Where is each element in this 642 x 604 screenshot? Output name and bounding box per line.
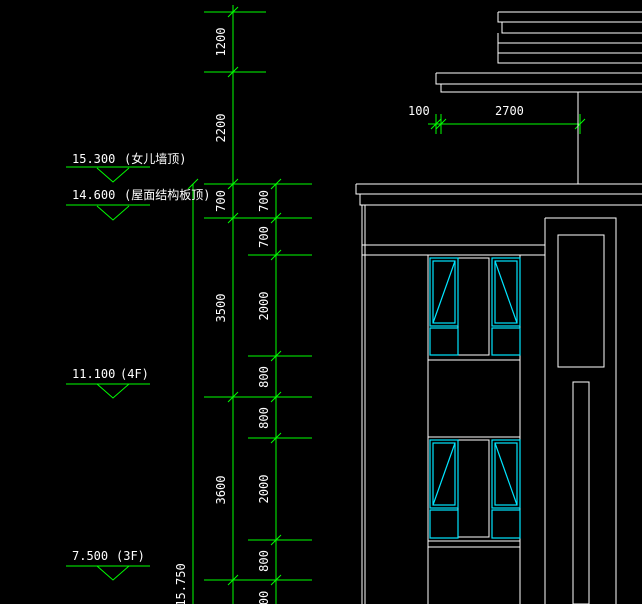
level-value: 15.300 — [72, 152, 115, 166]
level-marker-15300: 15.300 (女儿墙顶) — [66, 151, 186, 183]
dim-outer-3500: 3500 — [214, 294, 228, 323]
building-elevation — [355, 11, 642, 604]
level-value: 11.100 — [72, 367, 115, 381]
horizontal-dimension: 100 2700 — [408, 104, 586, 134]
dim-inner-2000a: 2000 — [257, 292, 271, 321]
dim-inner-00: 00 — [257, 591, 271, 604]
dim-inner-800a: 800 — [257, 366, 271, 388]
dim-inner-2000b: 2000 — [257, 475, 271, 504]
level-value: 7.500 — [72, 549, 108, 563]
overall-dimension-line — [187, 178, 199, 604]
level-note: (4F) — [120, 367, 149, 381]
window-upper — [429, 257, 521, 356]
level-marker-14600: 14.600 (屋面结构板顶) — [66, 187, 210, 221]
level-marker-11100: 11.100 (4F) — [66, 367, 150, 399]
dim-inner-700a: 700 — [257, 190, 271, 212]
dim-outer-700: 700 — [214, 190, 228, 212]
dim-h-2700: 2700 — [495, 104, 524, 118]
dim-inner-800b: 800 — [257, 407, 271, 429]
level-note: (3F) — [116, 549, 145, 563]
outer-dimension-chain — [204, 5, 312, 604]
level-marker-7500: 7.500 (3F) — [66, 549, 150, 581]
level-note: (女儿墙顶) — [124, 151, 186, 166]
dim-outer-1200: 1200 — [214, 28, 228, 57]
dim-overall-15750: 15.750 — [174, 563, 188, 604]
inner-dimension-chain — [248, 178, 312, 604]
level-note: (屋面结构板顶) — [124, 187, 210, 202]
dim-outer-2200: 2200 — [214, 114, 228, 143]
dim-inner-800c: 800 — [257, 550, 271, 572]
dim-inner-700b: 700 — [257, 226, 271, 248]
window-lower — [429, 439, 521, 539]
dim-h-100: 100 — [408, 104, 430, 118]
dim-outer-3600: 3600 — [214, 476, 228, 505]
level-value: 14.600 — [72, 188, 115, 202]
